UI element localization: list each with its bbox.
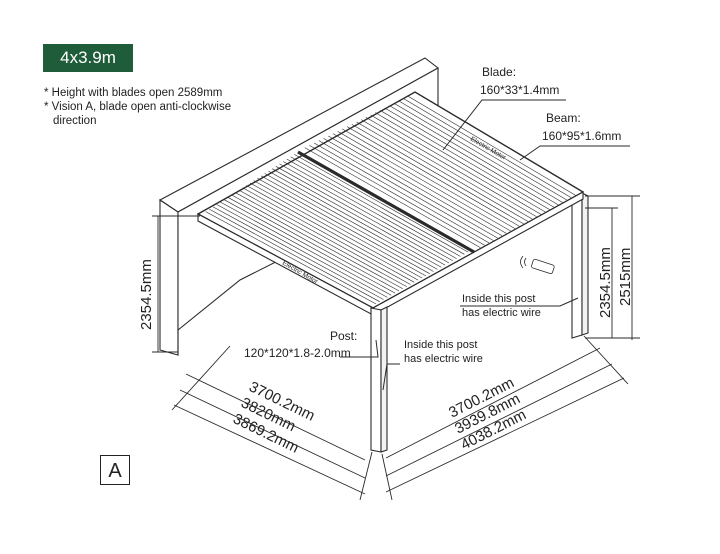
blade-slat (379, 110, 550, 210)
blade-slat (398, 100, 568, 201)
blade-slat (235, 192, 407, 287)
dim-right-height-inner-text: 2354.5mm (597, 247, 614, 318)
beam-spec: 160*95*1.6mm (542, 129, 621, 143)
blade-slat (389, 105, 559, 206)
post-spec: 120*120*1.8-2.0mm (244, 346, 351, 360)
blade-slat (328, 135, 503, 237)
size-badge: 4x3.9m (43, 44, 133, 72)
blade-slat (231, 194, 403, 290)
blade-slat (272, 168, 446, 266)
blade-slat (294, 154, 469, 253)
blade-slat (275, 166, 450, 264)
blade-slat (227, 197, 400, 292)
post-front (370, 306, 388, 453)
blade-slat (408, 96, 576, 196)
wire-note-right-2: has electric wire (462, 307, 541, 319)
blade-slat (370, 114, 542, 215)
blade-slat (309, 145, 485, 246)
blade-slat (242, 187, 415, 283)
dim-right-height-outer-text: 2515mm (617, 248, 634, 306)
blade-slat (253, 180, 426, 277)
beam-title: Beam: (546, 111, 581, 125)
vision-mark: A (100, 455, 130, 485)
blade-slat (318, 140, 494, 241)
dim-left-height-text: 2354.5mm (138, 259, 155, 330)
blade-slat (212, 206, 384, 300)
blades-left-panel (205, 154, 469, 305)
blade-slat (246, 185, 419, 281)
blade-slat (290, 156, 465, 255)
wire-note-center-1: Inside this post (404, 339, 477, 351)
wire-note-right-1: Inside this post (462, 293, 535, 305)
blades-right-panel (304, 96, 576, 248)
blade-slat (323, 138, 498, 239)
blade-slat (260, 175, 434, 272)
note-height: * Height with blades open 2589mm (44, 87, 223, 99)
blade-slat (313, 142, 490, 244)
blade-slat (279, 163, 453, 262)
blade-slat (351, 124, 524, 225)
wire-leaders (340, 297, 579, 391)
blade-slat (342, 128, 516, 229)
blade-slat (209, 208, 380, 302)
blade-slat (375, 112, 546, 213)
blade-spec: 160*33*1.4mm (480, 83, 559, 97)
blade-slat (346, 126, 520, 227)
blade-slat (220, 201, 392, 296)
note-vision: * Vision A, blade open anti-clockwise (44, 101, 232, 113)
blade-slat (286, 158, 461, 257)
blade-slat (205, 211, 376, 305)
roof-frame (196, 91, 585, 316)
blade-slat (361, 119, 533, 220)
blade-slat (268, 170, 442, 268)
blade-slat (249, 182, 423, 279)
blade-slat (337, 131, 511, 232)
blade-title: Blade: (482, 65, 516, 79)
blade-slat (304, 147, 481, 248)
blade-slat (224, 199, 396, 294)
post-title: Post: (330, 329, 357, 343)
blade-slat (356, 121, 529, 222)
remote-control-icon (520, 255, 555, 275)
blade-slat (238, 189, 411, 285)
blade-slat (403, 98, 572, 199)
blade-slat (332, 133, 507, 234)
center-beam (297, 150, 475, 254)
note-vision-cont: direction (53, 115, 97, 127)
dim-right-heights (585, 195, 640, 340)
notes-block: * Height with blades open 2589mm * Visio… (44, 86, 231, 128)
blade-slat (216, 204, 388, 298)
blade-slat (365, 117, 537, 218)
post-back-right (571, 192, 589, 339)
blade-slat (264, 173, 438, 270)
wire-note-center-2: has electric wire (404, 353, 483, 365)
blade-slat (283, 161, 457, 259)
dim-right-ground (381, 335, 629, 501)
callout-leaders (442, 99, 630, 161)
blade-slat (394, 103, 563, 203)
dim-left-ground (171, 345, 373, 501)
dim-left-height (152, 215, 200, 353)
blade-slat (384, 107, 555, 208)
blade-slat (257, 177, 430, 274)
